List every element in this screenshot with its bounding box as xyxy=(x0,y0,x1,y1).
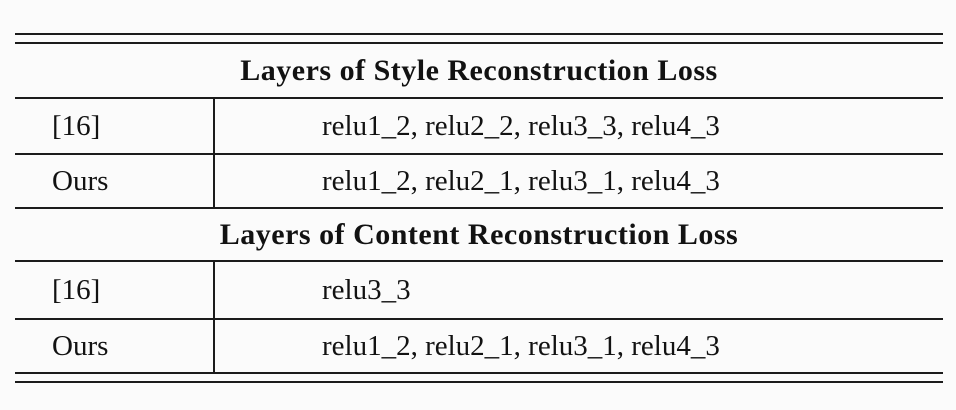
section-header-content-loss: Layers of Content Reconstruction Loss xyxy=(15,209,943,262)
row-value-content-ours-layers: relu1_2, relu2_1, relu3_1, relu4_3 xyxy=(322,329,720,362)
row-label-ours: Ours xyxy=(15,155,215,207)
top-double-rule xyxy=(15,33,943,44)
row-label-ours: Ours xyxy=(15,320,215,372)
table-row: Ours relu1_2, relu2_1, relu3_1, relu4_3 xyxy=(15,155,943,209)
row-value-style-ref16-layers: relu1_2, relu2_2, relu3_3, relu4_3 xyxy=(322,109,720,142)
row-label-ref16: [16] xyxy=(15,99,215,153)
row-value-content-ref16-layers: relu3_3 xyxy=(322,273,411,306)
table-row: [16] relu3_3 xyxy=(15,262,943,320)
bottom-double-rule xyxy=(15,372,943,383)
table-row: [16] relu1_2, relu2_2, relu3_3, relu4_3 xyxy=(15,99,943,155)
table-row: Ours relu1_2, relu2_1, relu3_1, relu4_3 xyxy=(15,320,943,372)
row-value-style-ours-layers: relu1_2, relu2_1, relu3_1, relu4_3 xyxy=(322,164,720,197)
row-label-ref16: [16] xyxy=(15,262,215,318)
loss-layers-table: Layers of Style Reconstruction Loss [16]… xyxy=(15,33,943,383)
section-header-style-loss: Layers of Style Reconstruction Loss xyxy=(15,44,943,99)
